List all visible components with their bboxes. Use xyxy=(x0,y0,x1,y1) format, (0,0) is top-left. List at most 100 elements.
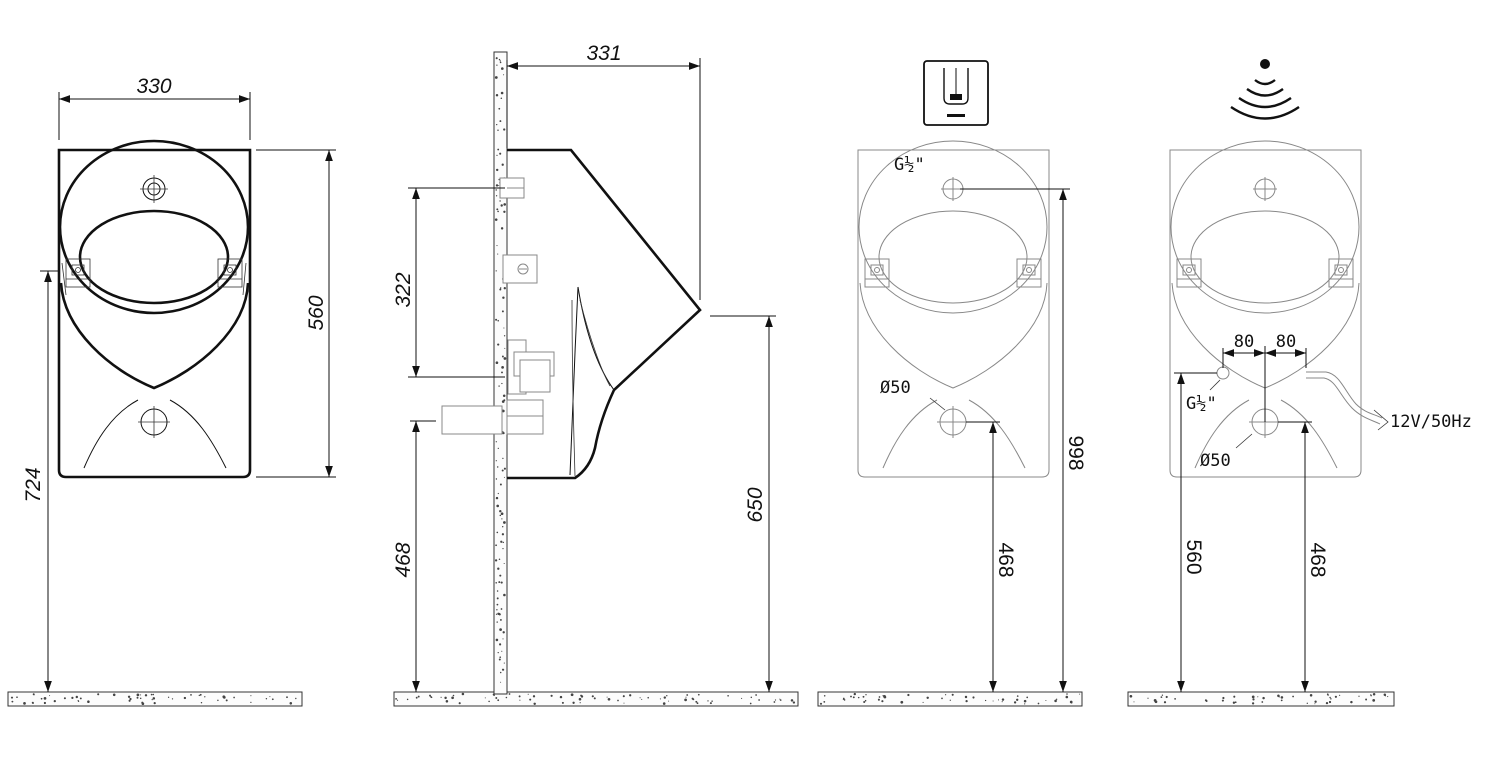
concrete-speck xyxy=(578,697,582,701)
concrete-speck xyxy=(501,366,504,369)
concrete-speck xyxy=(773,701,776,703)
concrete-speck xyxy=(501,518,503,520)
concrete-speck xyxy=(43,697,47,700)
concrete-speck xyxy=(499,61,502,64)
concrete-speck xyxy=(572,701,575,704)
concrete-speck xyxy=(1328,700,1332,704)
concrete-speck xyxy=(286,696,288,699)
concrete-speck xyxy=(503,662,505,664)
concrete-speck xyxy=(32,702,34,705)
concrete-speck xyxy=(503,335,506,337)
side-view: 331 322 468 650 xyxy=(392,42,776,695)
concrete-speck xyxy=(53,699,56,703)
concrete-speck xyxy=(1372,693,1376,696)
concrete-speck xyxy=(503,287,506,290)
concrete-speck xyxy=(791,699,793,702)
concrete-speck xyxy=(503,327,505,329)
concrete-speck xyxy=(1001,698,1005,701)
concrete-speck xyxy=(497,651,499,654)
concrete-speck xyxy=(488,700,490,703)
concrete-speck xyxy=(152,697,156,700)
concrete-speck xyxy=(498,107,501,110)
concrete-speck xyxy=(63,697,66,700)
concrete-speck xyxy=(686,694,689,696)
concrete-speck xyxy=(40,697,43,700)
concrete-speck xyxy=(922,701,924,703)
concrete-speck xyxy=(75,695,79,699)
sensor-spacing-left-dim: 80 xyxy=(1234,332,1254,352)
flush-inlet-height-dim: 998 xyxy=(1064,435,1087,470)
concrete-speck xyxy=(495,441,497,443)
concrete-speck xyxy=(503,128,506,131)
concrete-speck xyxy=(496,609,498,611)
concrete-speck xyxy=(23,702,26,705)
concrete-speck xyxy=(1054,699,1057,703)
concrete-speck xyxy=(647,696,649,699)
concrete-speck xyxy=(499,288,502,291)
front-bowl-inner xyxy=(78,209,230,305)
concrete-speck xyxy=(591,695,594,698)
concrete-speck xyxy=(495,613,498,615)
concrete-speck xyxy=(77,700,80,703)
floor-slab-side xyxy=(393,691,799,707)
floor-slab-sensor xyxy=(1127,691,1395,707)
concrete-speck xyxy=(1387,696,1389,698)
concrete-speck xyxy=(250,695,252,697)
concrete-speck xyxy=(533,702,536,706)
concrete-speck xyxy=(139,697,142,700)
concrete-speck xyxy=(495,361,499,365)
concrete-speck xyxy=(396,699,399,701)
concrete-speck xyxy=(623,702,625,704)
concrete-speck xyxy=(500,540,503,543)
concrete-speck xyxy=(153,701,156,705)
concrete-speck xyxy=(496,208,499,211)
concrete-speck xyxy=(629,694,632,697)
concrete-speck xyxy=(497,319,499,322)
concrete-speck xyxy=(395,697,398,700)
concrete-speck xyxy=(497,567,500,570)
side-lip-height-dim: 650 xyxy=(744,487,767,522)
concrete-speck xyxy=(198,694,200,697)
concrete-speck xyxy=(697,693,700,696)
concrete-speck xyxy=(497,253,499,255)
concrete-speck xyxy=(495,496,499,500)
concrete-speck xyxy=(1037,702,1040,705)
concrete-speck xyxy=(499,643,502,646)
concrete-speck xyxy=(495,93,499,97)
concrete-speck xyxy=(864,699,867,702)
concrete-speck xyxy=(495,478,498,480)
concrete-speck xyxy=(79,697,82,700)
concrete-speck xyxy=(503,562,505,565)
concrete-speck xyxy=(1154,700,1158,704)
concrete-speck xyxy=(1384,695,1387,697)
concrete-speck xyxy=(749,702,752,705)
concrete-speck xyxy=(503,521,506,524)
concrete-speck xyxy=(666,695,668,697)
concrete-speck xyxy=(500,608,503,610)
sensor-power-cable xyxy=(1306,371,1383,419)
concrete-speck xyxy=(222,696,226,699)
concrete-speck xyxy=(711,700,713,702)
sensor-outlet-label: Ø50 xyxy=(1200,451,1231,471)
side-depth-dim: 331 xyxy=(586,42,621,65)
concrete-speck xyxy=(606,696,608,698)
concrete-speck xyxy=(499,483,502,486)
front-view: 330 560 724 xyxy=(22,75,336,692)
concrete-speck xyxy=(233,696,235,699)
concrete-speck xyxy=(495,638,499,642)
concrete-speck xyxy=(500,227,504,230)
concrete-speck xyxy=(199,693,202,696)
concrete-speck xyxy=(500,97,503,100)
concrete-speck xyxy=(1165,695,1168,699)
concrete-speck xyxy=(496,531,499,534)
concrete-speck xyxy=(499,152,502,155)
concrete-speck xyxy=(1161,694,1164,696)
concrete-speck xyxy=(217,699,219,702)
concrete-speck xyxy=(501,371,503,374)
concrete-speck xyxy=(1013,701,1017,704)
concrete-speck xyxy=(1016,695,1019,697)
concrete-speck xyxy=(503,357,507,360)
concrete-speck xyxy=(843,699,846,701)
concrete-speck xyxy=(497,699,500,702)
concrete-speck xyxy=(1261,701,1264,703)
